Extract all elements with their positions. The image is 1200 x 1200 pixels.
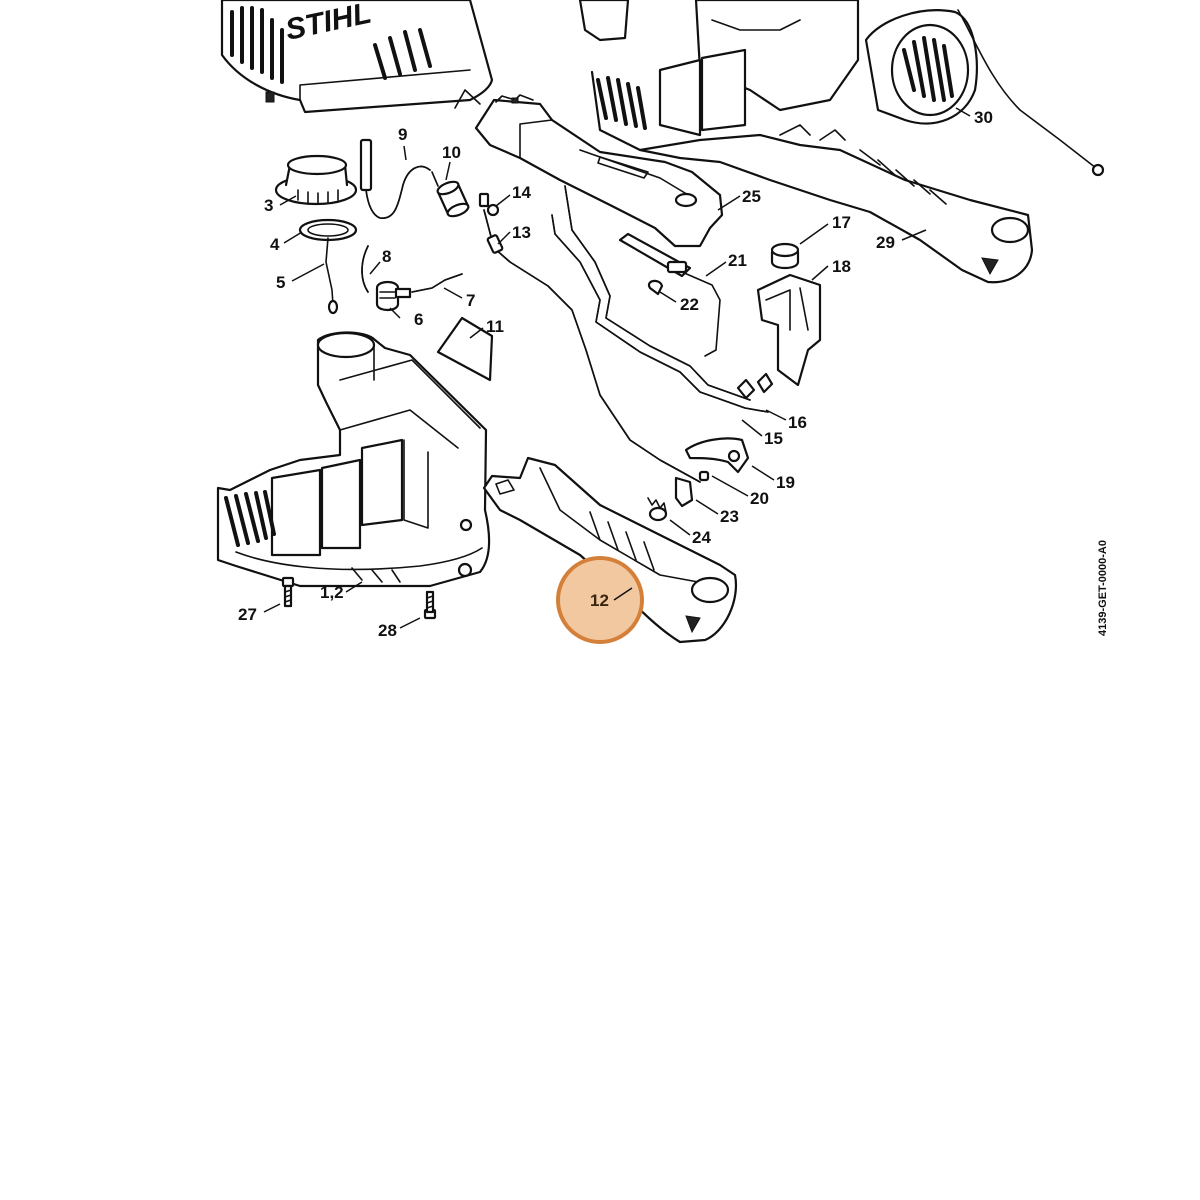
callout-10: 10	[442, 143, 461, 162]
valve-part	[375, 280, 412, 312]
callout-25: 25	[742, 187, 761, 206]
callout-6: 6	[414, 310, 423, 329]
callout-17: 17	[832, 213, 851, 232]
drawing-code: 4139-GET-0000-A0	[1097, 540, 1109, 636]
trigger-part	[684, 437, 750, 474]
highlight-circle[interactable]	[556, 556, 644, 644]
fuel-filter-part	[431, 171, 470, 218]
switch-rod-part	[618, 232, 721, 357]
screw-14-part	[478, 192, 500, 217]
handle-shaft-housing-part	[474, 94, 724, 248]
leader-lines	[263, 107, 971, 629]
callout-20: 20	[750, 489, 769, 508]
throttle-rod-part	[551, 185, 774, 413]
callout-labels: 1,2 3 4 5 6 7 8 9 10 11 13 14 15 16 17 1…	[238, 108, 993, 640]
callout-29: 29	[876, 233, 895, 252]
fuel-line-part	[359, 138, 431, 219]
screw-28-part	[423, 590, 437, 620]
callout-24: 24	[692, 528, 711, 547]
callout-13: 13	[512, 223, 531, 242]
callout-27: 27	[238, 605, 257, 624]
callout-3: 3	[264, 196, 273, 215]
callout-28: 28	[378, 621, 397, 640]
screw-27-part	[281, 576, 295, 608]
callout-30: 30	[974, 108, 993, 127]
cable-13-part	[483, 209, 701, 483]
callout-23: 23	[720, 507, 739, 526]
callout-4: 4	[270, 235, 280, 254]
label-sticker-part	[436, 316, 494, 382]
callout-21: 21	[728, 251, 747, 270]
callout-18: 18	[832, 257, 851, 276]
bracket-18-part	[756, 273, 822, 387]
handle-half-12-part	[482, 456, 738, 644]
callout-22: 22	[680, 295, 699, 314]
filter-cover-fragment-part	[578, 0, 630, 42]
handle-half-29-part	[590, 0, 1034, 284]
callout-8: 8	[382, 247, 391, 266]
starter-cover-part	[864, 9, 1105, 177]
callout-5: 5	[276, 273, 285, 292]
fuel-cap-part	[274, 154, 358, 206]
clip-22-part	[647, 279, 664, 296]
callout-15: 15	[764, 429, 783, 448]
callout-9: 9	[398, 125, 407, 144]
pin-20-part	[698, 470, 710, 482]
retainer-strap-part	[325, 237, 339, 315]
highlight-marker-12[interactable]: 12	[556, 556, 644, 644]
callout-1-2: 1,2	[320, 583, 344, 602]
lower-housing-part	[216, 331, 491, 588]
callout-7: 7	[466, 291, 475, 310]
button-17-part	[770, 242, 800, 270]
callout-14: 14	[512, 183, 531, 202]
callout-12: 12	[590, 591, 609, 610]
engine-shroud-part: STIHL	[220, 0, 494, 114]
lockout-lever-part	[674, 476, 694, 508]
callout-11: 11	[486, 317, 504, 336]
callout-19: 19	[776, 473, 795, 492]
callout-16: 16	[788, 413, 807, 432]
spring-part	[647, 497, 668, 522]
